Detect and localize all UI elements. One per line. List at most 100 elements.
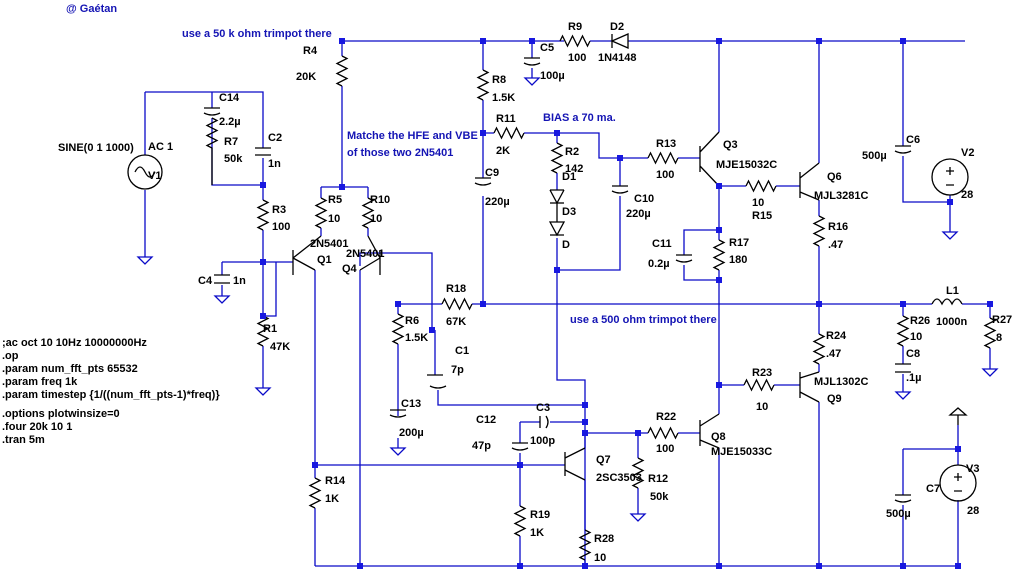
spice-line: .four 20k 10 1 [2,421,72,433]
r27-ref-label: R27 [992,314,1012,326]
r6-value-label: 1.5K [405,332,428,344]
junction-dots [260,38,993,569]
c9-ref-label: C9 [485,167,499,179]
v3-ref-label: V3 [966,463,979,475]
source-symbols [127,154,977,502]
r26-value-label: 10 [910,331,922,343]
c13-value-label: 200µ [399,427,424,439]
r8-ref-label: R8 [492,74,506,86]
q4-model-label: 2N5401 [346,248,385,260]
c8-value-label: .1µ [906,372,922,384]
r19-ref-label: R19 [530,509,550,521]
d1-ref-label: D1 [562,171,576,183]
r5-value-label: 10 [328,213,340,225]
c5-value-label: 100µ [540,70,565,82]
q9-model-label: MJL1302C [814,376,868,388]
q7-model-label: 2SC3503 [596,472,642,484]
r8-value-label: 1.5K [492,92,515,104]
d2-ref-label: D2 [610,21,624,33]
capacitor-symbols [203,57,912,503]
c11-ref-label: C11 [652,238,672,250]
q3-model-label: MJE15032C [716,159,777,171]
c10-ref-label: C10 [634,193,654,205]
c7-ref-label: C7 [926,483,940,495]
v2-ref-label: V2 [961,147,974,159]
spice-line: .param freq 1k [2,376,78,388]
c4-value-label: 1n [233,275,246,287]
c1-ref-label: C1 [455,345,469,357]
c12-ref-label: C12 [476,414,496,426]
c12-value-label: 47p [472,440,491,452]
r14-ref-label: R14 [325,475,346,487]
r3-ref-label: R3 [272,204,286,216]
r9-ref-label: R9 [568,21,582,33]
r1-value-label: 47K [270,341,290,353]
r15-ref-label: R15 [752,210,772,222]
d2-value-label: 1N4148 [598,52,637,64]
r16-value-label: .47 [828,239,843,251]
r28-ref-label: R28 [594,533,614,545]
resistor-symbols [205,34,997,561]
r13-value-label: 100 [656,169,674,181]
match-note-line1: Matche the HFE and VBE [347,130,478,142]
ac1-value-label: SINE(0 1 1000) [58,142,134,154]
c6-value-label: 500µ [862,150,887,162]
l1-value-label: 1000n [936,316,967,328]
r2-ref-label: R2 [565,146,579,158]
q8-ref-label: Q8 [711,431,726,443]
c3-ref-label: C3 [536,402,550,414]
v2-value-label: 28 [961,189,973,201]
r4-value-label: 20K [296,71,316,83]
c6-ref-label: C6 [906,134,920,146]
c1-value-label: 7p [451,364,464,376]
r4-trimpot-note: use a 50 k ohm trimpot there [182,28,332,40]
q7-ref-label: Q7 [596,454,611,466]
r5-ref-label: R5 [328,194,342,206]
spice-line: .op [2,350,19,362]
r24-ref-label: R24 [826,330,847,342]
r7-ref-label: R7 [224,136,238,148]
c5-ref-label: C5 [540,42,554,54]
spice-line: .tran 5m [2,434,45,446]
ground-symbols [137,73,998,522]
bias-note: BIAS a 70 ma. [543,112,616,124]
r14-value-label: 1K [325,493,339,505]
q6-ref-label: Q6 [827,171,842,183]
d3-ref-label: D3 [562,206,576,218]
c9-value-label: 220µ [485,196,510,208]
r10-value-label: 10 [370,213,382,225]
r23-value-label: 10 [756,401,768,413]
author-label: @ Gaétan [66,3,117,15]
c8-value-placeholder: 500µ [886,508,911,520]
spice-line: .options plotwinsize=0 [2,408,120,420]
c11-value-label: 0.2µ [648,258,670,270]
r27-value-label: 8 [996,332,1002,344]
wires [144,40,991,567]
inductor-symbol [931,298,963,306]
r9-value-label: 100 [568,52,586,64]
annotations: @ Gaétan use a 50 k ohm trimpot there Ma… [2,3,1012,564]
c3-value-label: 100p [530,435,555,447]
l1-ref-label: L1 [946,285,959,297]
r11-ref-label: R11 [496,113,516,125]
r11-value-label: 2K [496,145,510,157]
r13-ref-label: R13 [656,138,676,150]
q4-ref-label: Q4 [342,263,358,275]
q1-ref-label: Q1 [317,254,332,266]
d-ref-label: D [562,239,570,251]
spice-line: .param num_fft_pts 65532 [2,363,138,375]
c2-ref-label: C2 [268,132,282,144]
v3-value-label: 28 [967,505,979,517]
r12-ref-label: R12 [648,473,668,485]
transistor-symbols [292,131,820,481]
r17-ref-label: R17 [729,237,749,249]
diode-symbols [548,33,629,237]
c2-value-label: 1n [268,158,281,170]
c10-value-label: 220µ [626,208,651,220]
r12-value-label: 50k [650,491,669,503]
r22-value-label: 100 [656,443,674,455]
c14-ref-label: C14 [219,92,240,104]
v1-ref-label: V1 [148,170,161,182]
r3-value-label: 100 [272,221,290,233]
